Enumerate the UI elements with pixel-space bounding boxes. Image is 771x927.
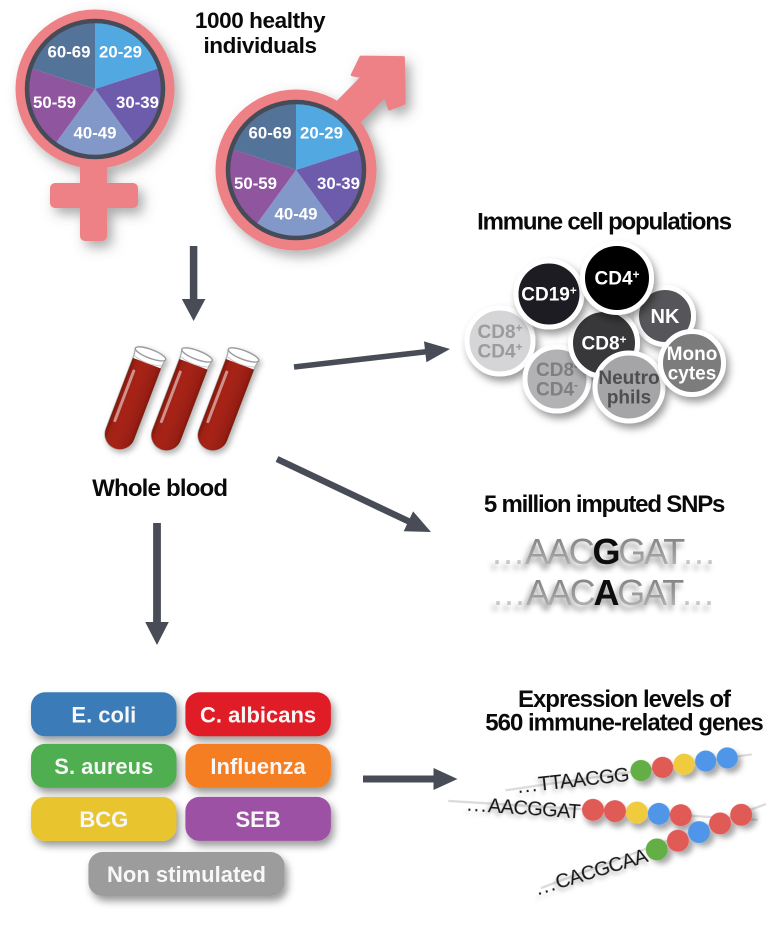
svg-text:40-49: 40-49 [74,124,117,143]
svg-text:Influenza: Influenza [210,754,306,779]
svg-text:20-29: 20-29 [300,124,343,143]
svg-text:CD4+: CD4+ [595,267,640,289]
svg-text:NK: NK [651,306,680,328]
svg-text:C. albicans: C. albicans [200,702,316,727]
svg-text:S. aureus: S. aureus [54,754,153,779]
svg-text:CD8+: CD8+ [582,332,627,354]
svg-text:50-59: 50-59 [33,93,76,112]
svg-text:Non stimulated: Non stimulated [107,862,266,887]
svg-text:50-59: 50-59 [234,174,277,193]
svg-text:...AACGGAT: ...AACGGAT [466,794,581,824]
svg-text:1000 healthy: 1000 healthy [195,8,326,33]
svg-text:CD8+CD4+: CD8+CD4+ [478,321,523,363]
svg-text:30-39: 30-39 [317,174,360,193]
svg-text:20-29: 20-29 [99,43,142,62]
svg-text:Expression levels of: Expression levels of [518,686,732,713]
svg-text:30-39: 30-39 [116,93,159,112]
svg-text:Immune cell populations: Immune cell populations [477,209,732,236]
svg-text:60-69: 60-69 [48,43,91,62]
svg-text:...CACGCAA: ...CACGCAA [533,845,651,900]
svg-text:CD19+: CD19+ [521,283,577,305]
svg-text:BCG: BCG [79,807,128,832]
svg-text:individuals: individuals [203,33,316,58]
svg-text:5 million imputed SNPs: 5 million imputed SNPs [484,491,725,518]
svg-text:40-49: 40-49 [275,205,318,224]
svg-text:SEB: SEB [235,807,280,832]
svg-text:...TTAACGG: ...TTAACGG [516,764,630,798]
svg-text:CD8-CD4-: CD8-CD4- [536,359,578,401]
svg-text:E. coli: E. coli [71,702,136,727]
svg-text:...AACAGAT...: ...AACAGAT... [493,572,715,613]
svg-text:60-69: 60-69 [249,124,292,143]
svg-text:560 immune-related genes: 560 immune-related genes [485,709,763,736]
svg-text:Whole blood: Whole blood [92,475,227,502]
svg-text:...AACGGAT...: ...AACGGAT... [492,531,716,572]
